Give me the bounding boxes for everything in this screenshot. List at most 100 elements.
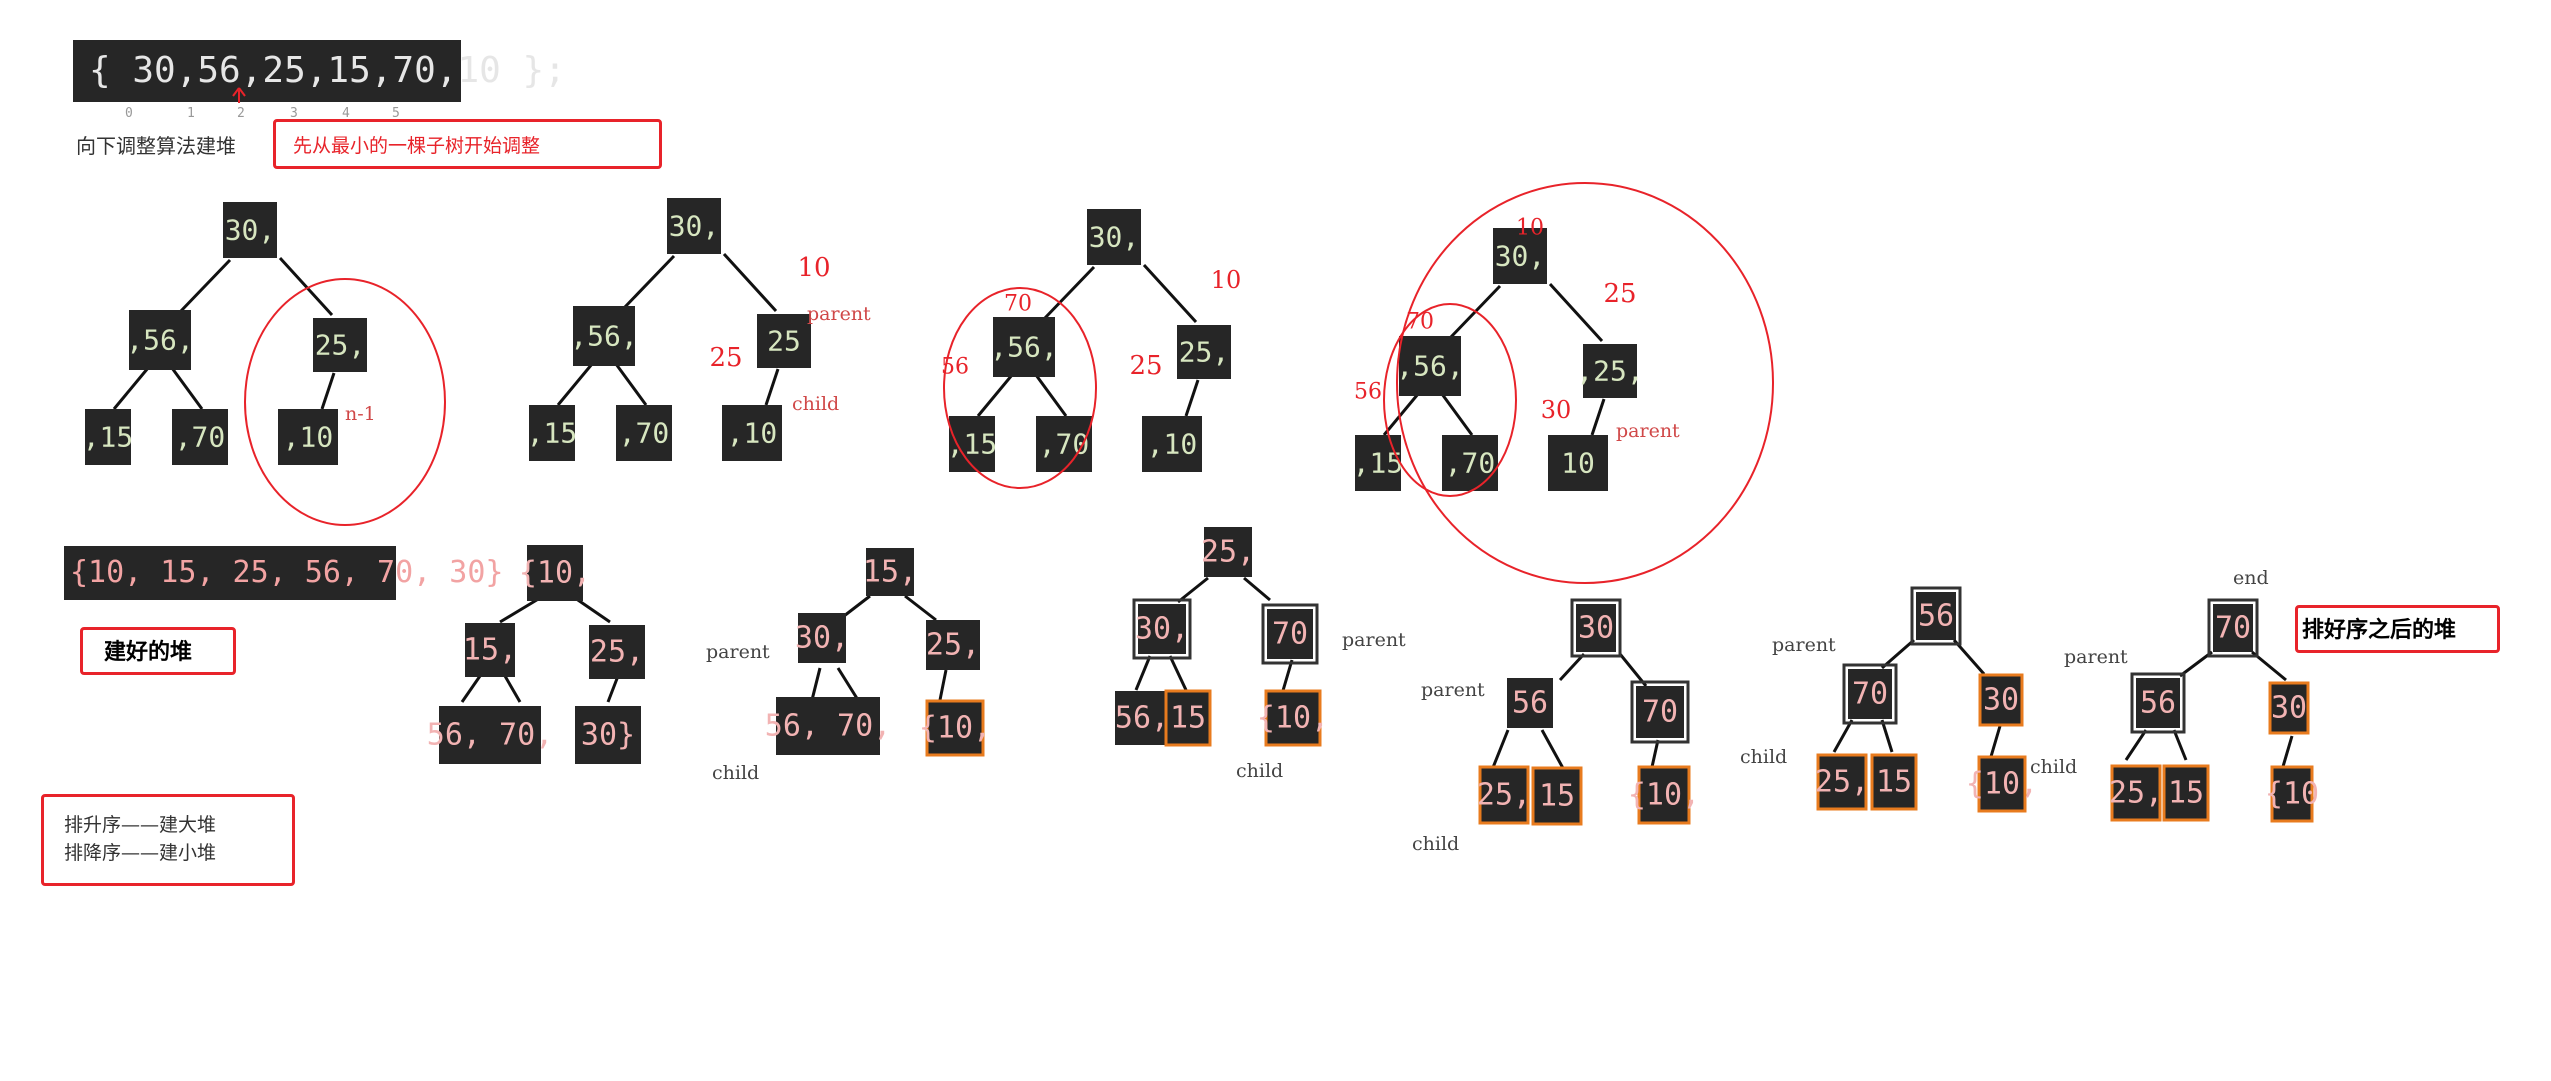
label-child: child [2030,756,2077,778]
heap-node-box [85,409,131,465]
node-frame [1132,598,1192,660]
heap-node-value: 15, [463,633,517,668]
highlight-border [2268,681,2310,735]
heap-node-value: 30, [225,214,276,247]
heap-node-box [1115,691,1169,745]
heap-node-box [776,697,880,755]
heap-node-box [1872,755,1916,809]
annotation-25: 25 [709,343,742,373]
label-child: child [792,393,839,415]
index-arrow [238,87,246,97]
highlight-border [2270,765,2314,823]
rule-descending: 排降序——建小堆 [64,842,217,864]
heap-node-box [439,706,541,764]
heap-node-box [1818,755,1866,809]
tree-edge [2179,650,2213,678]
heap-node-value: ,70 [619,417,670,450]
heap-node-value: ,15 [947,428,998,461]
heap-node-box [1399,336,1461,396]
tree-edge [614,363,648,406]
tree-edge [1558,652,1586,682]
tree-edge [1168,655,1188,691]
sorted-heap-label: 排好序之后的堆 [2302,618,2457,643]
tree-edge [722,252,778,313]
tree-edge [1952,639,1986,675]
tree-edge [2280,735,2294,771]
label-parent: parent [807,303,871,325]
node-frame [1570,598,1622,658]
heap-node-box [1639,767,1689,823]
built-heap-box [80,627,236,675]
heap-node-box [1636,686,1684,738]
annotation-30: 30 [1541,396,1572,424]
heap-node-box [2164,766,2208,820]
heap-node-value: ,70 [1445,447,1496,480]
rule-ascending: 排升序——建大堆 [64,814,217,836]
heap-node-value: {10 [2265,777,2319,812]
sorted-heap-box [2295,605,2500,653]
heap-node-value: 56 [1918,599,1954,634]
heap-node-value: 15 [1170,701,1206,736]
heap-node-box [575,706,641,764]
tree-edge [1548,282,1604,343]
highlight-border [1978,673,2024,727]
label-parent: parent [1342,629,1406,651]
tree-edge [836,667,860,701]
tree-edge [499,596,541,624]
heap-node-box [529,405,575,461]
heap-node-value: {10, [1966,767,2038,802]
heap-node-value: 56 [2140,686,2176,721]
heap-node-value: ,10 [1147,428,1198,461]
heap-node-value: ,15 [83,421,134,454]
tree-edge [1243,576,1271,602]
highlight-border [2110,764,2162,822]
tree-edge [574,596,611,624]
annotation-10: 10 [1211,266,1242,294]
node-frame [1261,603,1319,665]
highlight-border [1977,755,2027,813]
label-end: end [2233,567,2269,589]
node-frame [2207,598,2259,658]
index-label: 4 [342,106,350,121]
tree-edge [1490,729,1510,771]
subtree-circle [943,287,1097,489]
heap-node-value: 30 [1983,683,2019,718]
heap-node-box [573,306,635,366]
label-child: child [712,762,759,784]
heap-node-box [722,405,782,461]
heap-node-box [1267,609,1313,659]
heap-node-box [1480,767,1528,823]
heap-node-box [278,409,338,465]
annotation-25: 25 [1129,351,1162,381]
start-note: 先从最小的一棵子树开始调整 [293,135,541,157]
whole-tree-circle [1396,182,1774,584]
heap-node-box [1355,435,1401,491]
tree-edge [1280,659,1294,695]
index-label: 0 [125,106,133,121]
heap-node-box [589,625,645,679]
node-frame [1630,680,1690,744]
heap-node-value: 70 [1642,695,1678,730]
heap-node-value: ,10 [727,417,778,450]
tree-edge [278,256,334,317]
heap-node-box [1583,344,1637,398]
heap-node-value: 25, [1477,778,1531,813]
heap-node-value: ,56, [570,320,637,353]
heap-node-value: ,70 [175,421,226,454]
tree-edge [1590,398,1606,436]
index-label: 1 [187,106,195,121]
heap-node-value: 25, [926,628,980,663]
heap-node-value: 30} [581,718,635,753]
heap-node-box [2112,766,2160,820]
tree-edge [1540,729,1566,771]
heap-node-box [1548,435,1608,491]
heap-node-box [2270,683,2308,733]
heap-node-value: 10 [1561,447,1595,480]
heap-node-value: 30, [1089,221,1140,254]
tree-edge [1177,576,1209,604]
tree-edge [843,594,871,618]
label-parent: parent [1421,679,1485,701]
subtree-circle [244,278,446,526]
heap-node-value: 30, [669,210,720,243]
